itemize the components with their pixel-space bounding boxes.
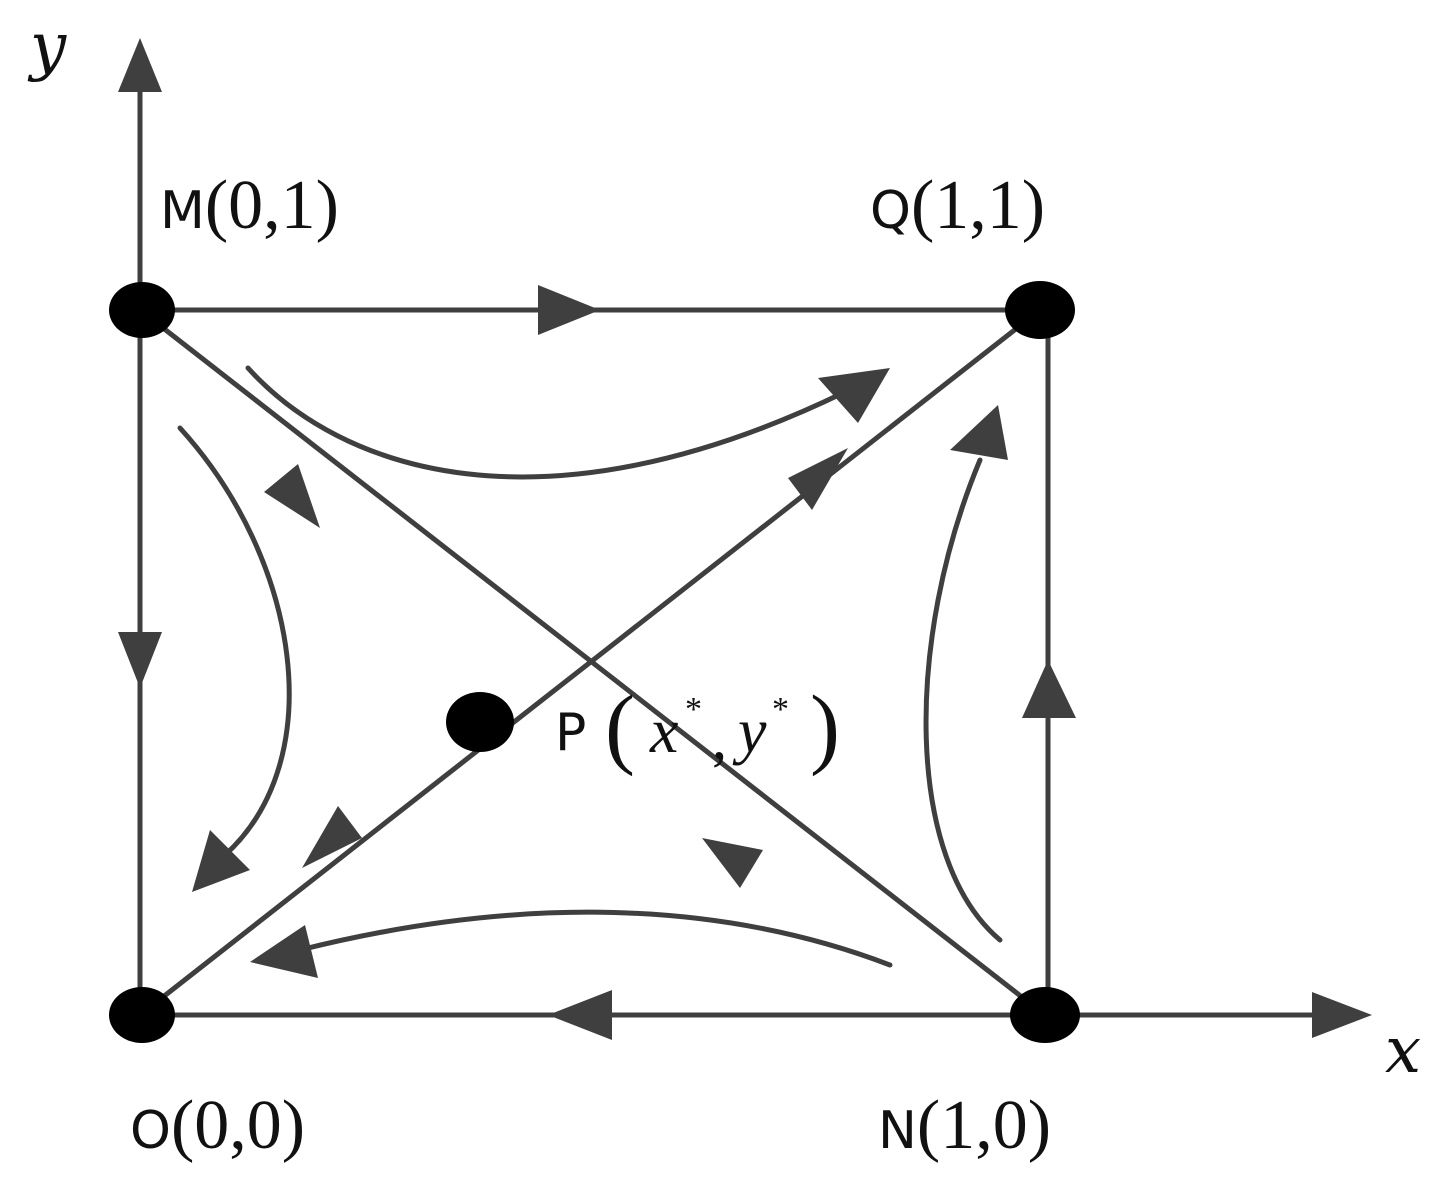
arrow-m-to-o xyxy=(118,632,162,688)
label-p-close-paren: ) xyxy=(810,678,840,777)
arrow-m-to-q xyxy=(538,285,600,335)
flow-arrow-bottom xyxy=(250,925,318,978)
flow-curve-top xyxy=(245,365,848,480)
label-p-star-x: * xyxy=(685,691,702,728)
label-p-x: x xyxy=(649,695,678,766)
node-n xyxy=(1010,987,1080,1043)
node-m xyxy=(109,282,175,338)
x-axis-label: x xyxy=(1385,1014,1421,1088)
flow-curve-bottom xyxy=(297,909,893,968)
diagonal-o-q xyxy=(137,307,1043,1018)
x-axis-arrowhead xyxy=(1312,992,1372,1038)
flow-arrow-top xyxy=(818,368,890,423)
y-axis-label: y xyxy=(27,10,67,84)
y-axis-arrowhead xyxy=(118,38,162,92)
label-p-open-paren: ( xyxy=(605,678,635,777)
label-q: Q(1,1) xyxy=(870,167,1045,244)
arrow-p-to-o xyxy=(302,806,362,868)
label-p-y: y xyxy=(732,695,767,766)
flow-curve-right xyxy=(923,457,1003,943)
label-p: P xyxy=(555,703,586,763)
label-p-star-y: * xyxy=(772,691,789,728)
label-p-comma: , xyxy=(712,705,727,771)
flow-arrow-right xyxy=(950,405,1008,460)
arrow-n-to-q xyxy=(1022,660,1076,718)
label-o: O(0,0) xyxy=(130,1087,305,1164)
arrow-p-to-q xyxy=(788,448,848,510)
label-n: N(1,0) xyxy=(878,1087,1051,1164)
node-p xyxy=(446,692,514,752)
node-q xyxy=(1005,281,1075,339)
label-m: M(0,1) xyxy=(160,167,339,244)
flow-curve-left xyxy=(177,425,292,858)
node-o xyxy=(109,987,175,1043)
arrow-m-to-p xyxy=(264,464,320,528)
flow-arrow-left xyxy=(192,830,250,892)
arrow-n-to-p xyxy=(702,838,763,888)
arrow-n-to-o xyxy=(548,990,612,1040)
